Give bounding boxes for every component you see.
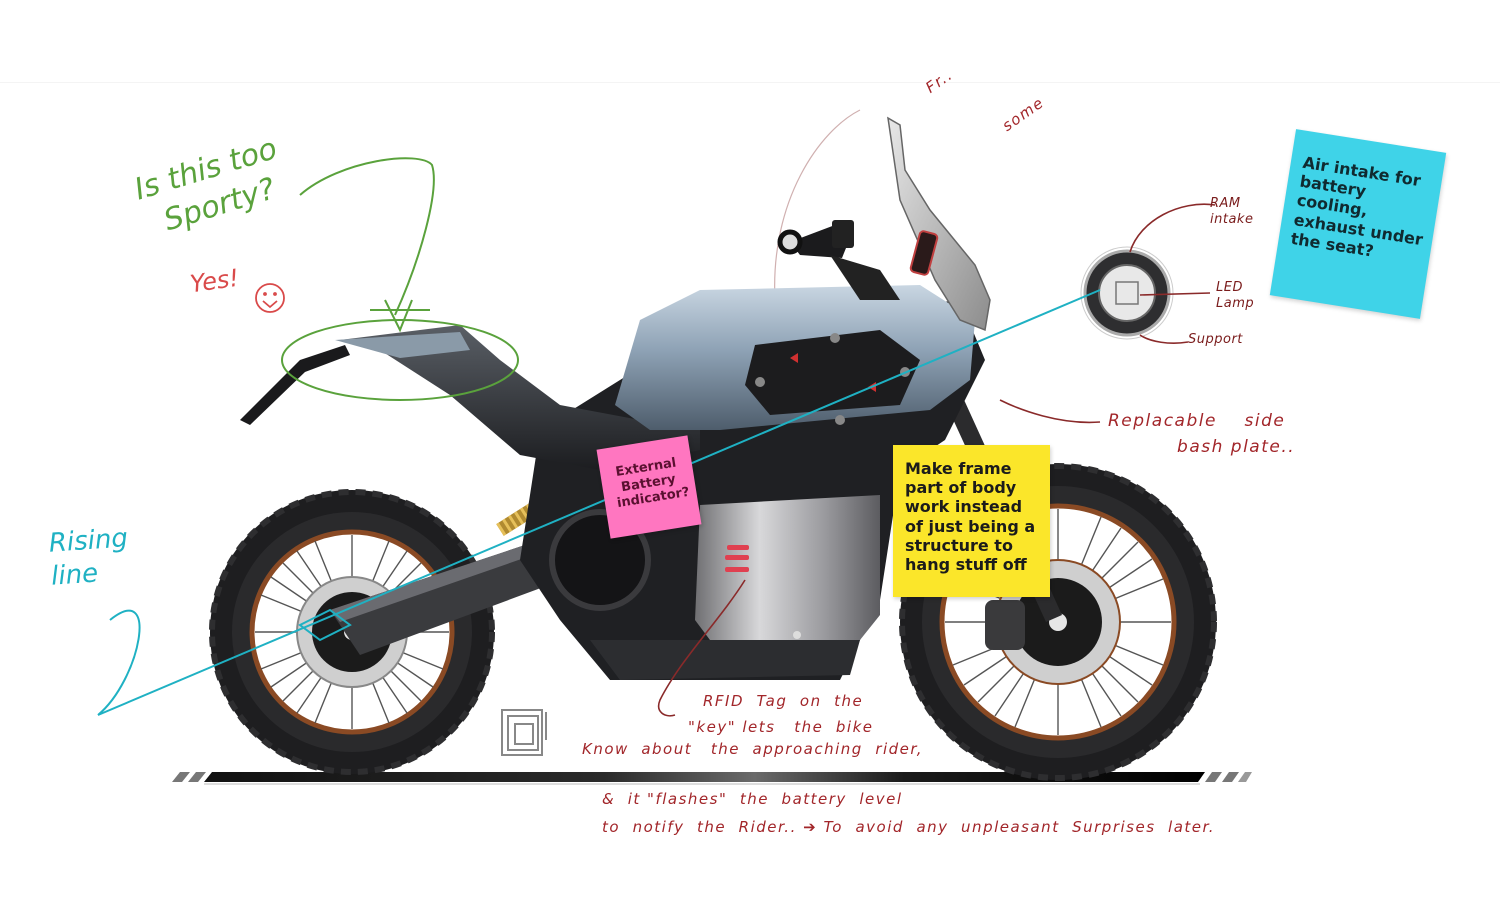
annotation-leaders [657,203,1216,717]
sporty-annotation-strokes [281,157,519,401]
handlebar-mirror [777,220,900,300]
battery-led-bars [725,545,749,572]
sticky-note-frame-bodywork: Make frame part of body work instead of … [893,445,1050,597]
sticky-note-air-intake: Air intake for battery cooling, exhaust … [1269,129,1447,319]
rfid-note-line-3: Know about the approaching rider, [582,740,923,758]
rfid-note-line-5: to notify the Rider.. ➔ To avoid any unp… [602,818,1216,836]
sticky-note-battery-indicator: External Battery indicator? [596,435,702,539]
support-label: Support [1188,332,1243,347]
designer-logo-icon [501,709,547,756]
ground-line [172,772,1252,785]
rfid-note-line-4: & it "flashes" the battery level [602,790,903,808]
smiley-icon [255,283,285,313]
rising-line-stroke [97,289,1101,716]
rfid-note-line-2: "key" lets the bike [688,718,874,736]
bash-plate-note: Replacable side bash plate.. [1108,411,1296,458]
rfid-note-line-1: RFID Tag on the [703,692,864,710]
rising-line-note: Rising line [47,523,129,592]
led-lamp-label: LED Lamp [1216,280,1255,312]
headlight-detail [1080,246,1174,340]
ram-intake-label: RAM intake [1210,196,1254,228]
